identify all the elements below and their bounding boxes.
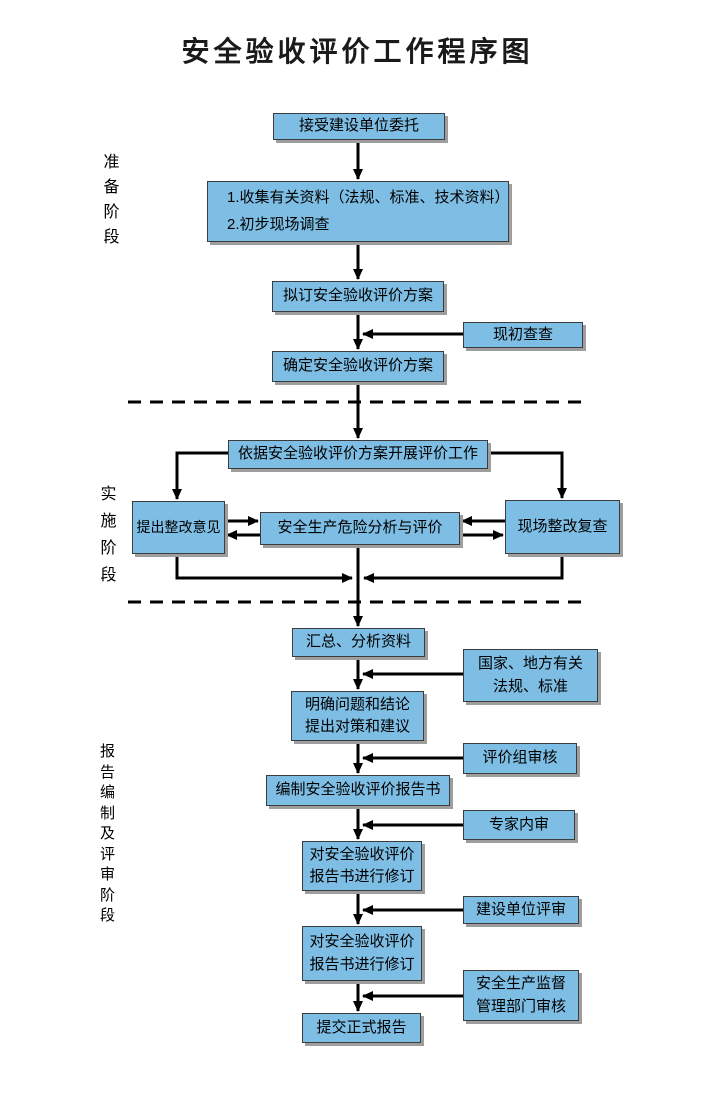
phase-label-reporting: 报告编制及评审阶段 xyxy=(99,743,115,924)
node-collect-info-line2: 2.初步现场调查 xyxy=(227,215,330,233)
node-revise-report-1-line1: 对安全验收评价 xyxy=(309,845,415,863)
node-authority-review: 安全生产监督 管理部门审核 xyxy=(463,970,579,1021)
node-site-rectification-recheck: 现场整改复查 xyxy=(505,500,620,554)
node-clarify-issues: 明确问题和结论 提出对策和建议 xyxy=(291,691,424,741)
node-revise-report-2-line1: 对安全验收评价 xyxy=(309,933,415,950)
node-draft-plan: 拟订安全验收评价方案 xyxy=(272,281,444,312)
node-collect-info: 1.收集有关资料（法规、标准、技术资料） 2.初步现场调查 xyxy=(207,181,510,242)
node-revise-report-2-line2: 报告书进行修订 xyxy=(309,955,415,973)
node-summarize-data: 汇总、分析资料 xyxy=(292,628,425,657)
node-expert-internal-review: 专家内审 xyxy=(463,810,575,840)
node-collect-info-line1: 1.收集有关资料（法规、标准、技术资料） xyxy=(227,189,510,207)
node-regulations: 国家、地方有关 法规、标准 xyxy=(463,649,598,702)
node-revise-report-1: 对安全验收评价 报告书进行修订 xyxy=(302,841,422,891)
phase-label-preparation: 准备阶段 xyxy=(103,154,120,246)
node-authority-review-line2: 管理部门审核 xyxy=(475,997,566,1015)
node-clarify-issues-line1: 明确问题和结论 xyxy=(304,695,410,713)
node-revise-report-1-line2: 报告书进行修订 xyxy=(309,868,415,885)
page-title: 安全验收评价工作程序图 xyxy=(181,36,534,67)
node-confirm-plan: 确定安全验收评价方案 xyxy=(272,351,444,382)
node-accept-commission: 接受建设单位委托 xyxy=(273,113,445,140)
phase-label-implementation: 实施阶段 xyxy=(100,486,117,584)
node-clarify-issues-line2: 提出对策和建议 xyxy=(304,718,410,735)
node-compile-report: 编制安全验收评价报告书 xyxy=(266,775,450,806)
node-initial-check: 现初查查 xyxy=(463,322,583,348)
node-evaluation-group-review: 评价组审核 xyxy=(463,743,577,774)
node-authority-review-line1: 安全生产监督 xyxy=(475,975,566,992)
node-carry-out-evaluation: 依据安全验收评价方案开展评价工作 xyxy=(228,440,488,469)
node-regulations-line2: 法规、标准 xyxy=(492,677,568,695)
node-revise-report-2: 对安全验收评价 报告书进行修订 xyxy=(302,926,422,981)
node-regulations-line1: 国家、地方有关 xyxy=(477,655,583,672)
node-hazard-analysis: 安全生产危险分析与评价 xyxy=(260,512,460,545)
node-propose-rectification: 提出整改意见 xyxy=(132,501,225,554)
node-client-review: 建设单位评审 xyxy=(463,896,579,924)
node-submit-final-report: 提交正式报告 xyxy=(302,1013,421,1043)
